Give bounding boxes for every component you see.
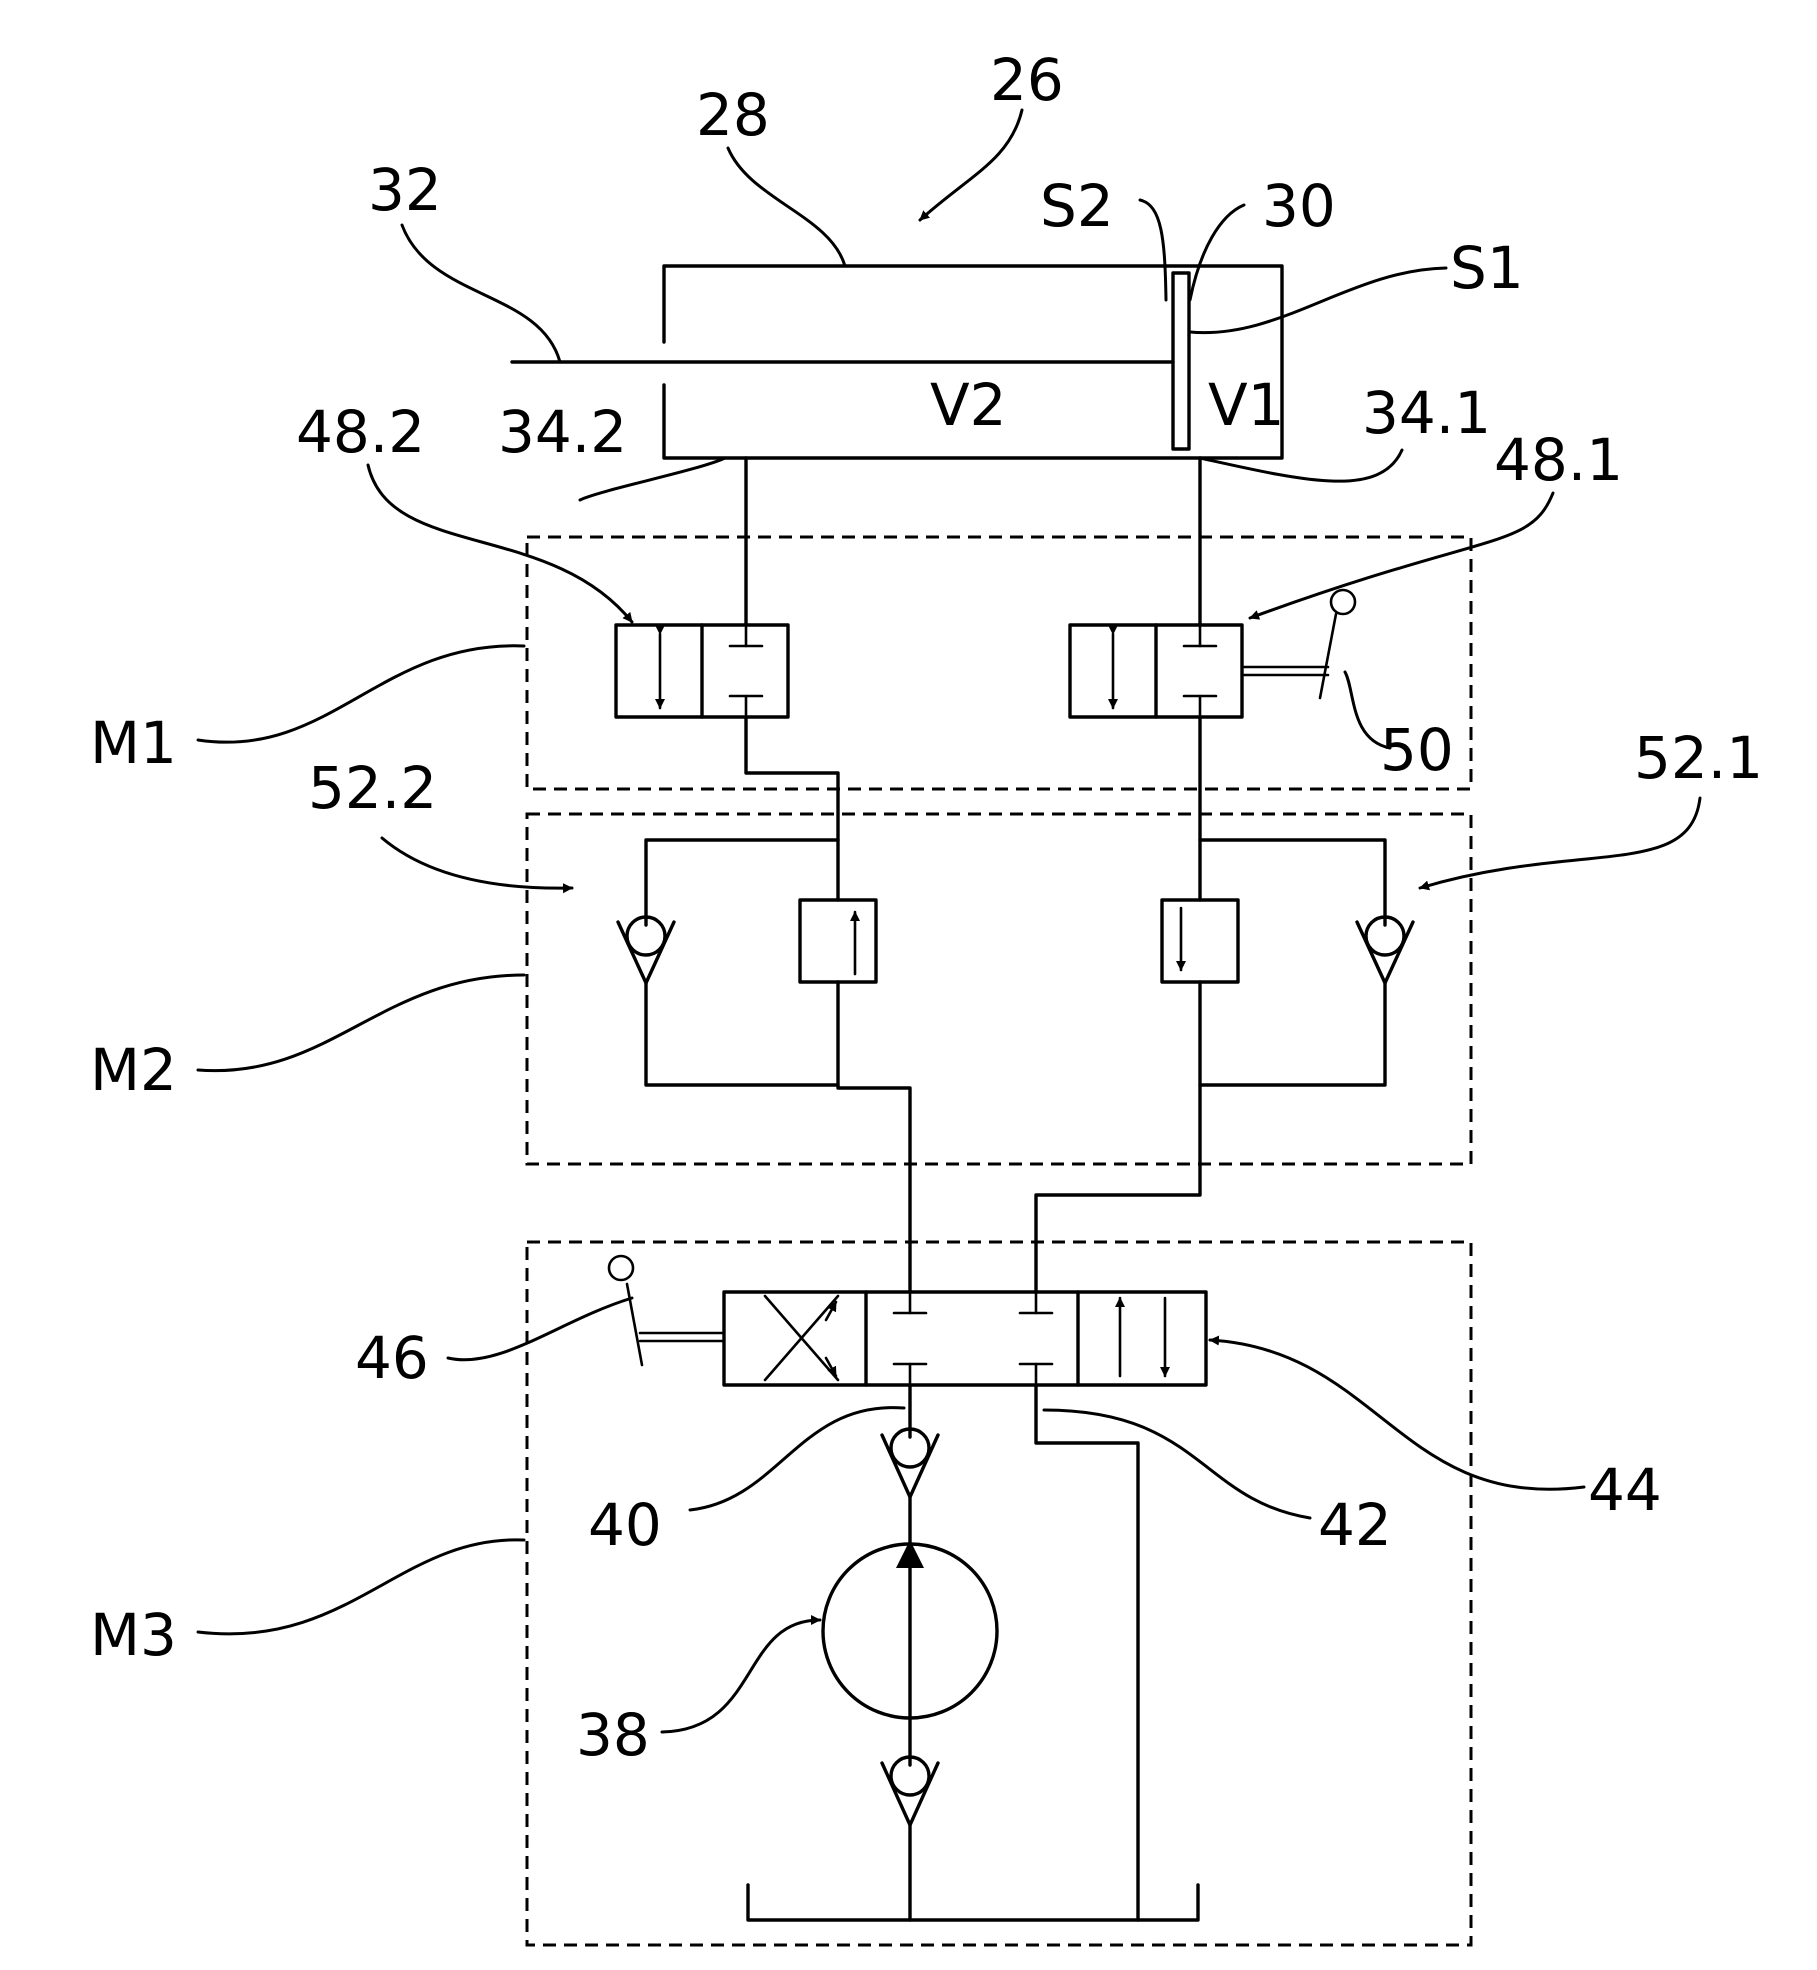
label-46: 46 xyxy=(355,1324,429,1392)
label-34-2: 34.2 xyxy=(498,398,627,466)
label-s2: S2 xyxy=(1040,172,1114,240)
check-valve-lower xyxy=(882,1757,938,1825)
label-v1: V1 xyxy=(1208,371,1285,439)
label-32: 32 xyxy=(368,156,442,224)
label-48-2: 48.2 xyxy=(296,398,425,466)
label-48-1: 48.1 xyxy=(1494,426,1623,494)
label-26: 26 xyxy=(990,46,1064,114)
label-42: 42 xyxy=(1318,1491,1392,1559)
pilot-valve-left xyxy=(800,900,876,982)
label-44: 44 xyxy=(1588,1456,1662,1524)
label-m2: M2 xyxy=(90,1036,177,1104)
label-m3: M3 xyxy=(90,1601,177,1669)
label-38: 38 xyxy=(576,1701,650,1769)
valve-48-2 xyxy=(616,625,788,717)
check-valve-upper xyxy=(882,1429,938,1497)
hydraulic-lines xyxy=(646,458,1385,1920)
label-30: 30 xyxy=(1262,172,1336,240)
label-28: 28 xyxy=(696,81,770,149)
label-v2: V2 xyxy=(930,371,1007,439)
check-valve-right xyxy=(1357,917,1413,983)
tank xyxy=(748,1885,1198,1920)
check-valve-left xyxy=(618,917,674,983)
module-m3-outline xyxy=(527,1242,1471,1945)
label-40: 40 xyxy=(588,1491,662,1559)
module-m1-outline xyxy=(527,537,1471,789)
label-52-1: 52.1 xyxy=(1634,724,1763,792)
label-m1: M1 xyxy=(90,709,177,777)
lever-handle-46[interactable] xyxy=(609,1256,642,1365)
label-50: 50 xyxy=(1380,716,1454,784)
valve-48-1 xyxy=(1070,625,1328,717)
directional-valve-44 xyxy=(640,1292,1206,1385)
module-m2-outline xyxy=(527,814,1471,1164)
label-52-2: 52.2 xyxy=(308,754,437,822)
label-34-1: 34.1 xyxy=(1362,379,1491,447)
label-s1: S1 xyxy=(1450,234,1524,302)
pilot-valve-right xyxy=(1162,900,1238,982)
piston xyxy=(1173,273,1189,449)
leader-lines xyxy=(198,110,1700,1732)
